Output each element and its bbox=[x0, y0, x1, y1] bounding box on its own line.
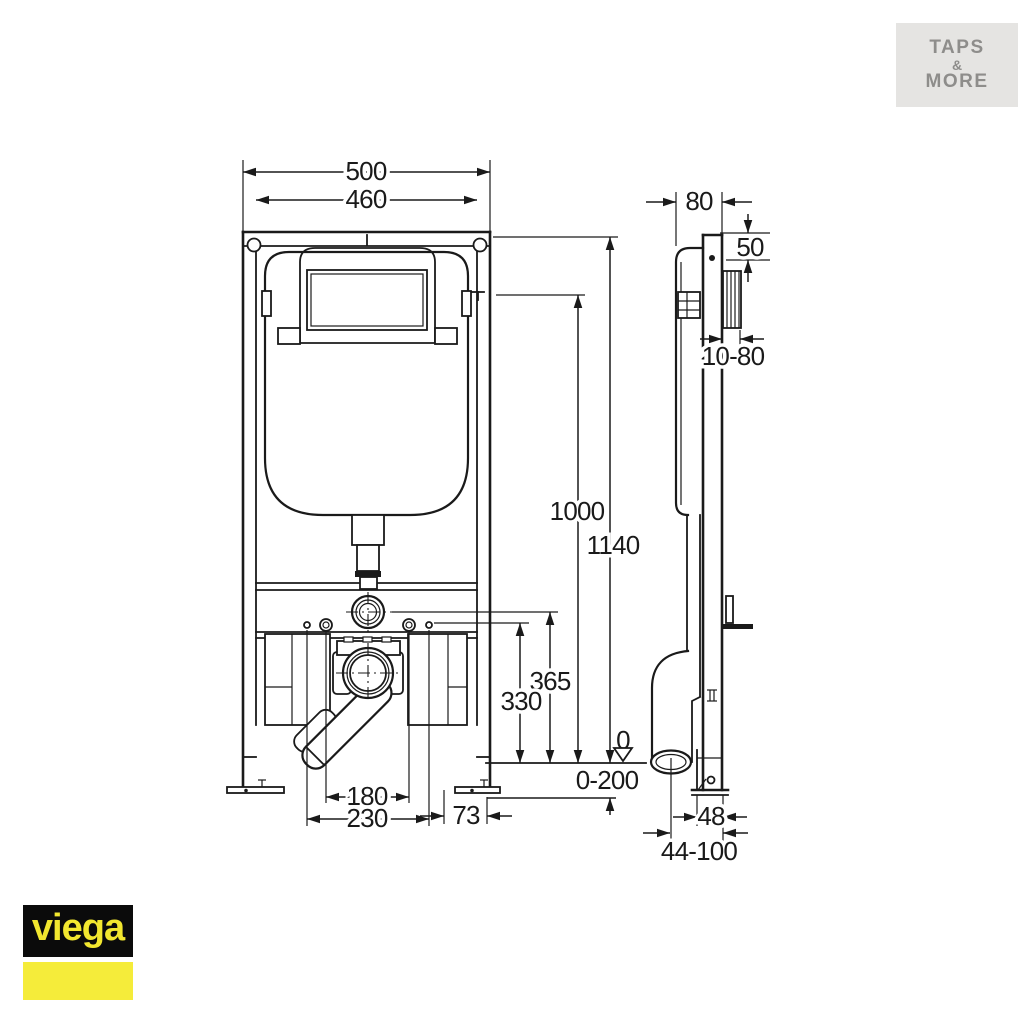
dim-label-230: 230 bbox=[347, 803, 388, 833]
dim-side-offset: 73 bbox=[420, 790, 512, 834]
dim-label-48: 48 bbox=[697, 801, 725, 831]
dim-outlet-span: 180 bbox=[325, 630, 410, 815]
dim-upper-height: 1000 bbox=[546, 295, 609, 763]
front-frame bbox=[241, 160, 492, 790]
foot-plate-left bbox=[226, 786, 285, 794]
dim-label-0-200: 0-200 bbox=[576, 765, 639, 795]
dim-wall-offset: 10-80 bbox=[698, 334, 769, 375]
fixing-bolt-left bbox=[319, 618, 333, 632]
dim-top-clearance: 50 bbox=[720, 214, 770, 282]
cistern-clip-left bbox=[261, 290, 272, 317]
side-shelf-bracket bbox=[707, 595, 753, 702]
panel-left bbox=[264, 633, 331, 726]
cistern bbox=[261, 247, 472, 517]
fixing-bolt-right bbox=[402, 618, 416, 632]
viega-wordmark: viega bbox=[31, 906, 125, 949]
dim-outer-width: 500 bbox=[243, 153, 490, 190]
side-drain bbox=[649, 514, 702, 843]
dim-outlet-distance: 44-100 bbox=[643, 828, 748, 870]
front-view bbox=[226, 160, 558, 794]
dim-flush-bend-height: 365 bbox=[526, 612, 575, 763]
access-panel-surround bbox=[299, 247, 436, 344]
floor-datum: 0 bbox=[485, 722, 647, 764]
dim-total-height: 1140 bbox=[583, 237, 644, 763]
dim-label-500: 500 bbox=[346, 156, 387, 186]
mounting-panels bbox=[264, 633, 468, 726]
taps-logo-line1: TAPS bbox=[929, 36, 985, 58]
dim-label-460: 460 bbox=[346, 184, 387, 214]
dim-label-80: 80 bbox=[685, 186, 713, 216]
dim-label-73: 73 bbox=[452, 800, 480, 830]
drain-elbow-profile bbox=[650, 649, 690, 762]
taps-and-more-logo: TAPS & MORE bbox=[896, 23, 1018, 107]
wall-bracket bbox=[722, 270, 742, 347]
taps-logo-line2: & bbox=[951, 56, 963, 73]
dim-foot-depth: 48 bbox=[673, 795, 747, 843]
cistern-clip-right bbox=[461, 290, 472, 317]
dim-label-1000: 1000 bbox=[550, 496, 605, 526]
side-view bbox=[649, 233, 753, 843]
fixing-pin-left bbox=[303, 621, 311, 629]
dim-label-44-100: 44-100 bbox=[661, 836, 737, 866]
dim-inner-width: 460 bbox=[256, 181, 477, 218]
inlet-valve bbox=[677, 291, 701, 319]
front-feet bbox=[226, 779, 501, 794]
front-dimensions: 500 460 1140 1000 bbox=[243, 153, 647, 837]
dim-label-10-80: 10-80 bbox=[702, 341, 765, 371]
dim-label-330: 330 bbox=[501, 686, 542, 716]
flush-assembly bbox=[255, 514, 558, 639]
cistern-body bbox=[263, 250, 470, 517]
side-frame-rail bbox=[701, 233, 724, 792]
cistern-profile bbox=[674, 246, 705, 517]
wall-bracket-hatch bbox=[722, 270, 742, 329]
taps-logo-line3: MORE bbox=[925, 71, 989, 93]
access-panel-window bbox=[306, 269, 428, 331]
side-foot bbox=[690, 749, 730, 796]
dim-label-50: 50 bbox=[736, 232, 764, 262]
viega-logo: viega bbox=[23, 905, 133, 957]
dim-frame-depth: 80 bbox=[646, 183, 752, 246]
dim-bracket-height: 330 bbox=[434, 622, 546, 763]
datum-triangle bbox=[612, 747, 634, 763]
viega-logo-bar bbox=[23, 962, 133, 1000]
dim-fixing-span: 230 bbox=[306, 630, 430, 837]
panel-right bbox=[407, 633, 468, 726]
dim-floor-range: 0-200 bbox=[487, 762, 643, 815]
dim-label-1140: 1140 bbox=[587, 530, 640, 560]
side-cistern bbox=[674, 246, 705, 517]
foot-plate-right bbox=[454, 786, 501, 794]
dim-label-365: 365 bbox=[530, 666, 571, 696]
frame-hole-left bbox=[246, 237, 262, 253]
side-dimensions: 80 50 10-80 bbox=[643, 183, 770, 870]
flush-valve-funnel bbox=[351, 514, 385, 546]
rail-stud bbox=[709, 255, 715, 261]
frame-hole-right bbox=[472, 237, 488, 253]
fixing-pin-right bbox=[425, 621, 433, 629]
dim-label-180: 180 bbox=[347, 781, 388, 811]
